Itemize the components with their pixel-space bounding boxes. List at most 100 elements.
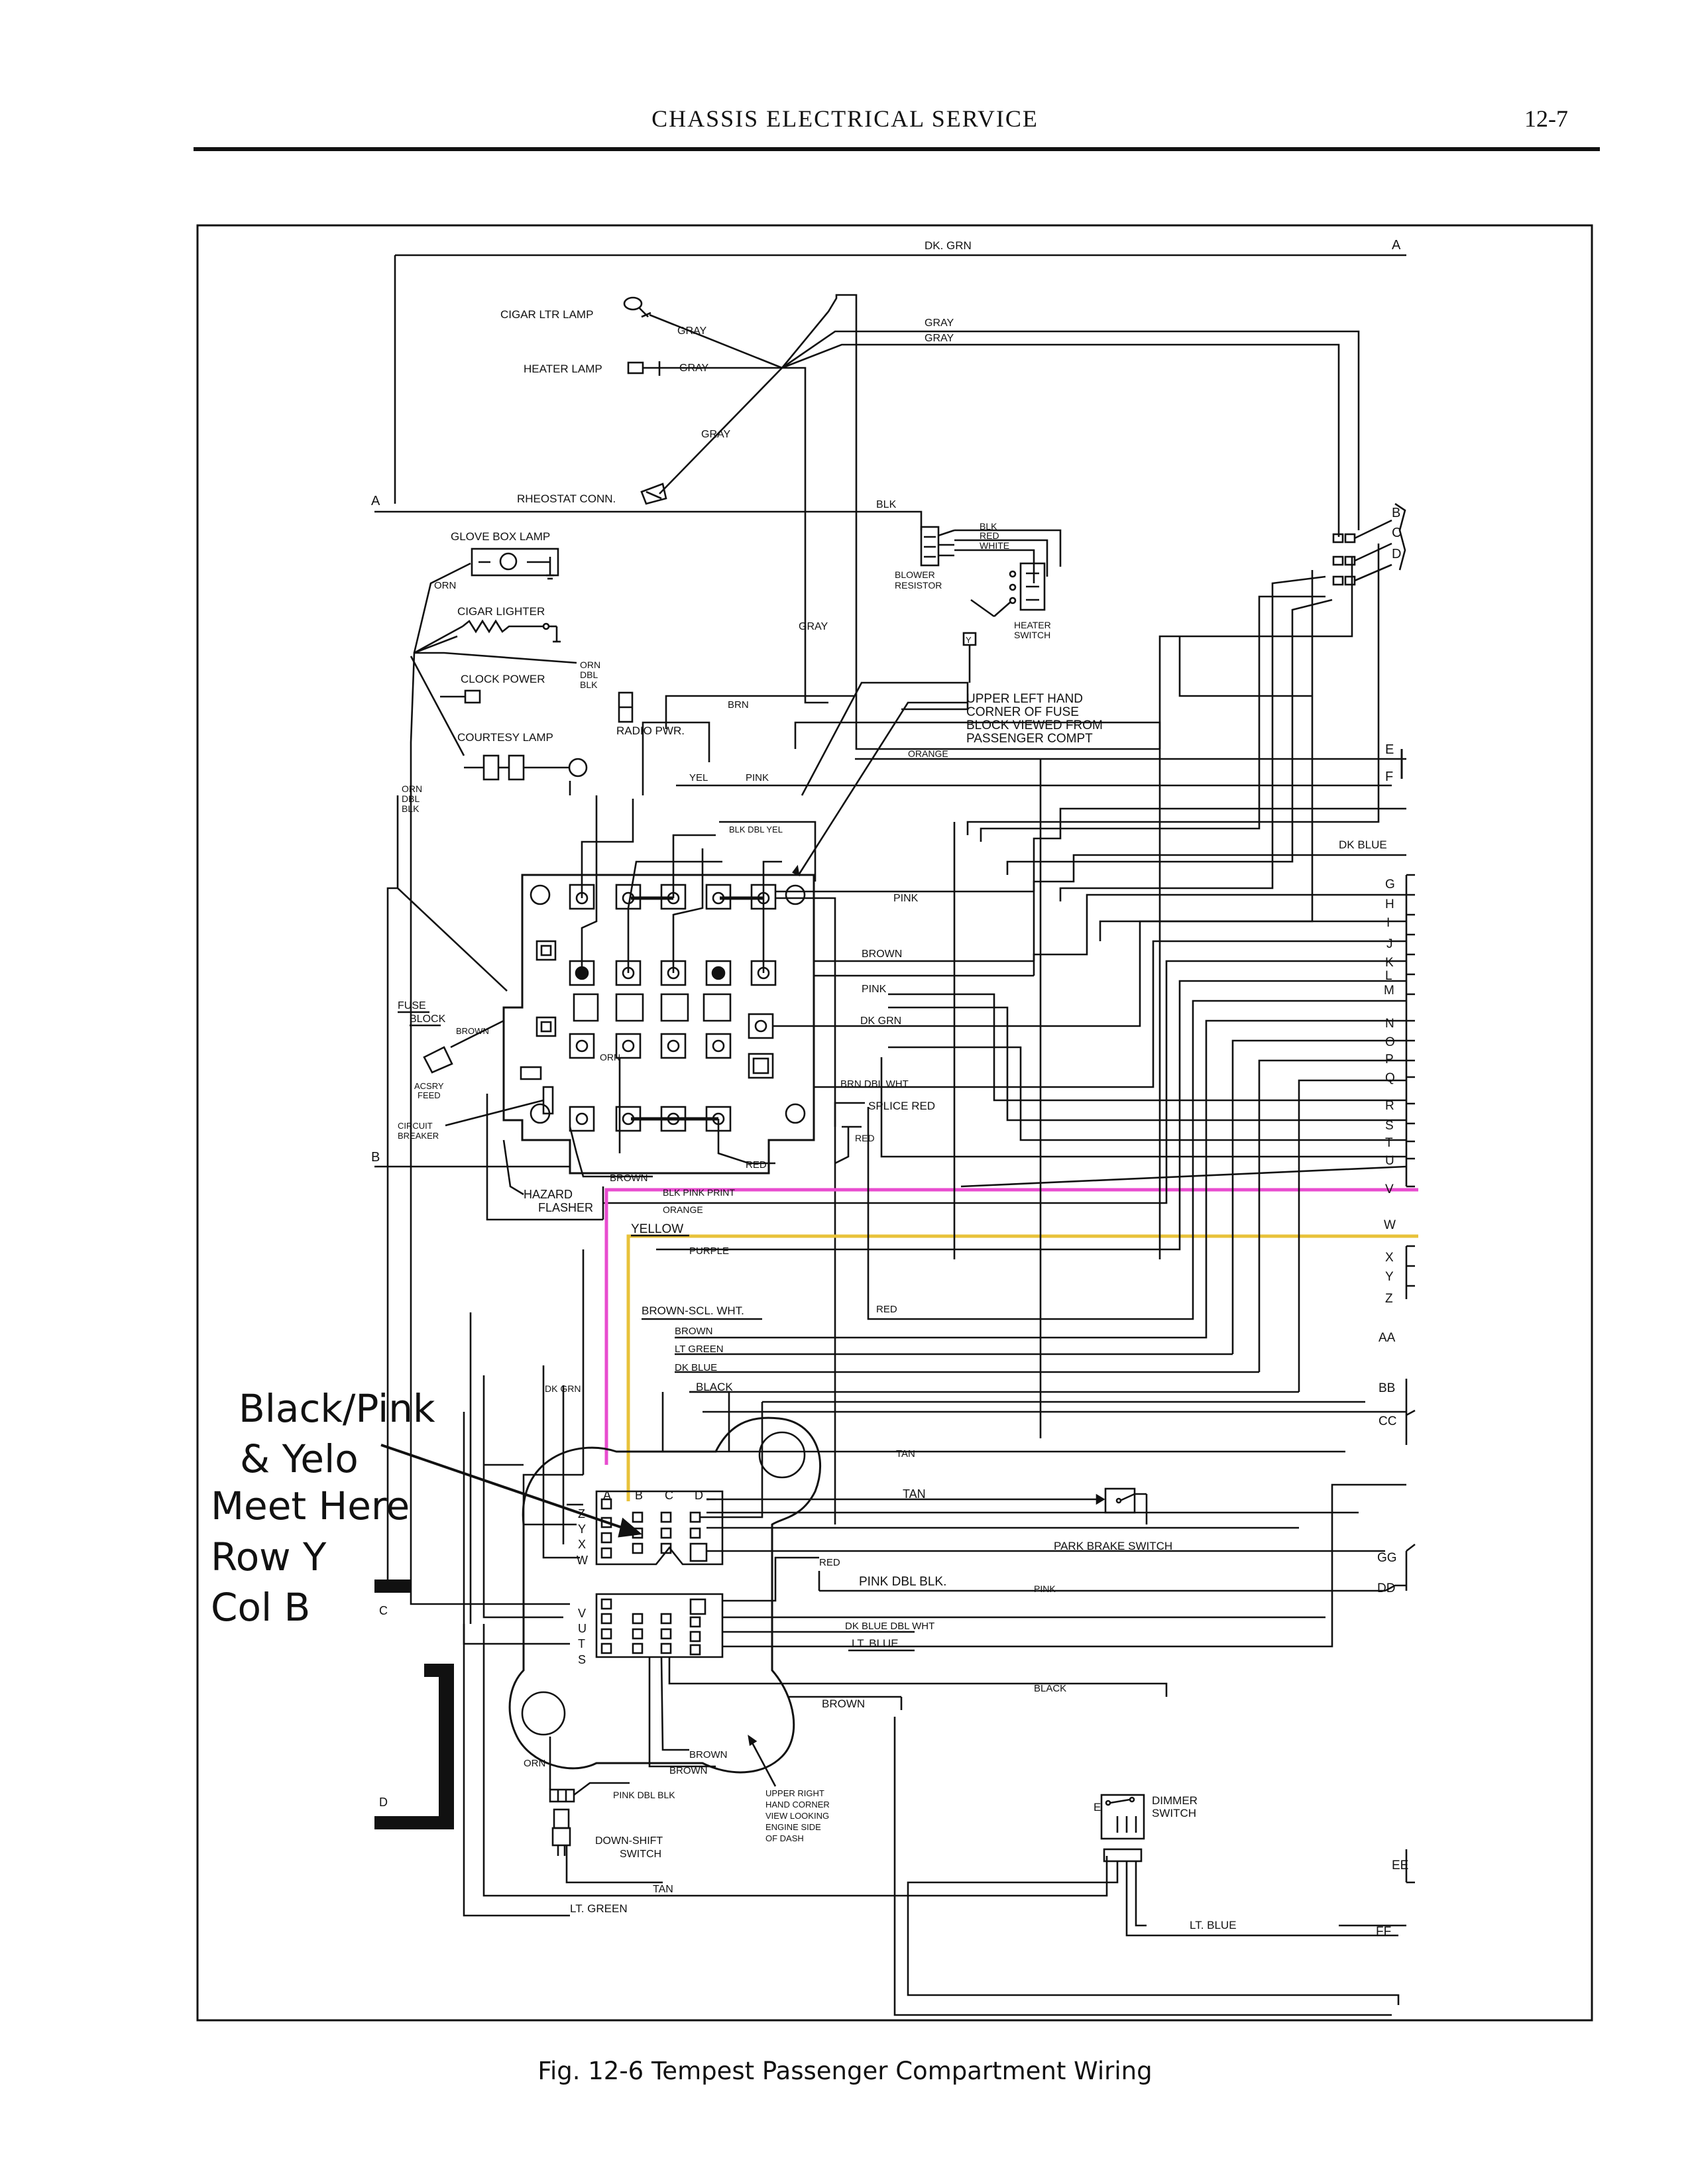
label-orange-1: ORANGE bbox=[908, 748, 948, 759]
wire-red-resistor bbox=[954, 539, 1048, 577]
wire-blk-resistor bbox=[954, 529, 1062, 567]
connector-col-c: C bbox=[665, 1489, 673, 1502]
label-gray-3: GRAY bbox=[925, 317, 954, 329]
label-cigar-lighter: CIGAR LIGHTER bbox=[457, 605, 545, 618]
connector-row-x: X bbox=[578, 1538, 586, 1551]
label-circuit: CIRCUIT bbox=[398, 1121, 433, 1131]
label-feed: FEED bbox=[418, 1090, 441, 1100]
label-red-5: RED bbox=[876, 1304, 897, 1315]
label-glove-box-lamp: GLOVE BOX LAMP bbox=[451, 530, 550, 543]
svg-text:BB: BB bbox=[1379, 1381, 1395, 1395]
wire-red-long bbox=[867, 1107, 1127, 1320]
label-black: BLACK bbox=[696, 1381, 733, 1393]
label-purple: PURPLE bbox=[689, 1245, 729, 1257]
wire-ff bbox=[1125, 1861, 1398, 1937]
wire-gray-down bbox=[782, 367, 828, 704]
wire-gray-bus-2 bbox=[781, 330, 1360, 530]
label-brown-2: BROWN bbox=[610, 1173, 648, 1184]
connector-col-d: D bbox=[695, 1489, 703, 1502]
wire-blk bbox=[881, 510, 923, 530]
page-header-title: CHASSIS ELECTRICAL SERVICE bbox=[651, 105, 1039, 132]
wire-white-resistor bbox=[954, 549, 1035, 583]
label-tan-3: TAN bbox=[653, 1884, 673, 1895]
label-brn: BRN bbox=[728, 699, 749, 711]
label-hazard: HAZARD bbox=[524, 1188, 573, 1201]
svg-text:K: K bbox=[1385, 956, 1394, 970]
label-block: BLOCK bbox=[410, 1013, 446, 1025]
annotation-line-5: Col B bbox=[211, 1585, 311, 1630]
rheostat-connector-icon bbox=[640, 483, 667, 505]
label-fuse-note-2: CORNER OF FUSE bbox=[966, 705, 1079, 719]
annotation-line-3: Meet Here bbox=[211, 1483, 410, 1528]
label-cigar-ltr-lamp: CIGAR LTR LAMP bbox=[500, 308, 593, 321]
label-black-2: BLACK bbox=[1034, 1683, 1066, 1694]
label-dk-blue-dbl-wht: DK BLUE DBL WHT bbox=[845, 1621, 934, 1632]
wire-gray-rheostat bbox=[659, 367, 783, 494]
label-gray-6: GRAY bbox=[701, 429, 730, 440]
label-lt-green: LT GREEN bbox=[675, 1344, 724, 1355]
label-switch: SWITCH bbox=[1014, 630, 1050, 640]
label-lt-blue-1: LT. BLUE bbox=[852, 1637, 899, 1650]
label-splice-red: SPLICE RED bbox=[868, 1100, 935, 1112]
label-blower: BLOWER bbox=[895, 569, 935, 580]
label-white: WHITE bbox=[980, 540, 1009, 551]
label-gray-5: GRAY bbox=[799, 621, 828, 632]
connector-row-w: W bbox=[577, 1554, 588, 1567]
svg-text:N: N bbox=[1385, 1017, 1394, 1031]
edge-label-f: F bbox=[1385, 770, 1393, 784]
svg-text:J: J bbox=[1386, 937, 1393, 951]
label-heater-lamp: HEATER LAMP bbox=[524, 363, 602, 375]
figure-caption: Fig. 12-6 Tempest Passenger Compartment … bbox=[537, 2057, 1153, 2085]
svg-text:DD: DD bbox=[1377, 1581, 1395, 1595]
label-blk-pink-print: BLK PINK PRINT bbox=[663, 1187, 735, 1198]
label-clock-power: CLOCK POWER bbox=[461, 673, 545, 685]
svg-text:CC: CC bbox=[1379, 1414, 1396, 1428]
edge-marker-d-bracket bbox=[424, 1664, 454, 1829]
edge-label-d: D bbox=[1392, 547, 1401, 561]
fuse-wire-3 bbox=[581, 795, 598, 973]
label-lt-blue-2: LT. BLUE bbox=[1190, 1919, 1237, 1931]
clock-power-icon bbox=[440, 689, 481, 704]
label-acsry: ACSRY bbox=[414, 1081, 444, 1091]
edge-label-left-b: B bbox=[371, 1150, 380, 1165]
annotation-line-1: Black/Pink bbox=[239, 1386, 435, 1431]
fuse-wire-6 bbox=[762, 860, 782, 973]
label-down-shift: DOWN-SHIFT bbox=[595, 1835, 663, 1847]
connector-row-u: U bbox=[578, 1622, 587, 1635]
svg-text:E: E bbox=[1094, 1801, 1101, 1813]
highlight-wire-blk-pink bbox=[604, 1188, 1418, 1465]
wire-brown-fuse-bottom bbox=[569, 1126, 653, 1178]
right-edge-labels: G H I J K L M N O P Q R S T U V W X Y Z … bbox=[1376, 878, 1408, 1939]
blower-resistor-icon bbox=[920, 526, 955, 567]
glove-box-lamp-icon bbox=[471, 547, 559, 580]
svg-text:G: G bbox=[1385, 878, 1395, 891]
cigar-ltr-lamp-icon bbox=[623, 296, 651, 318]
connector-letters: A B C D Z Y X W V U T S bbox=[577, 1489, 703, 1666]
right-edge-ticks bbox=[1339, 874, 1416, 1927]
wire-dd-bottom bbox=[907, 1861, 1400, 2005]
label-courtesy-lamp: COURTESY LAMP bbox=[457, 731, 553, 744]
label-dimmer: DIMMER bbox=[1152, 1794, 1198, 1807]
wire-dk-grn-vertical bbox=[542, 1365, 580, 1559]
svg-text:Y: Y bbox=[966, 635, 972, 645]
label-brown-scl-wht: BROWN-SCL. WHT. bbox=[642, 1304, 744, 1317]
label-ur-note-1: UPPER RIGHT bbox=[765, 1788, 824, 1798]
label-orn-4: ORN bbox=[600, 1052, 620, 1063]
connector-row-s: S bbox=[578, 1653, 586, 1666]
label-brown-6: BROWN bbox=[689, 1749, 728, 1760]
dimmer-switch-icon bbox=[1100, 1794, 1145, 1863]
label-orange-2: ORANGE bbox=[663, 1204, 703, 1215]
svg-text:H: H bbox=[1385, 897, 1394, 911]
label-orn-2: ORN bbox=[580, 660, 600, 670]
down-shift-switch-icon bbox=[549, 1788, 575, 1856]
label-resistor: RESISTOR bbox=[895, 580, 942, 591]
fuse-block bbox=[502, 874, 815, 1175]
bulkhead-connector bbox=[508, 1416, 822, 1774]
wire-gray-bus bbox=[781, 294, 1160, 750]
edge-label-left-c: C bbox=[379, 1604, 388, 1617]
leader-upper-right bbox=[748, 1736, 777, 1787]
fuse-wire-2 bbox=[672, 834, 716, 898]
label-red-2: RED bbox=[980, 530, 999, 541]
label-blk: BLK bbox=[876, 499, 897, 510]
